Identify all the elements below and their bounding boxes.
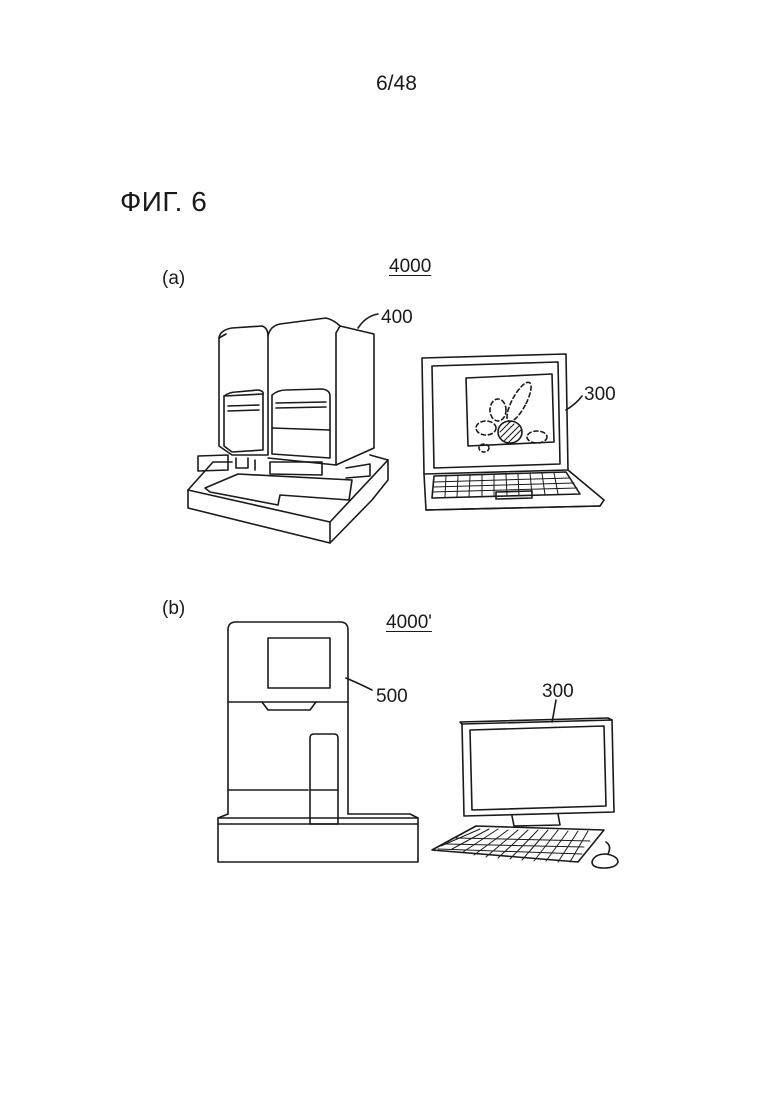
- desktop-300-illustration: [432, 700, 618, 868]
- laptop-300-illustration: [422, 354, 604, 510]
- analyzer-500-illustration: [218, 622, 418, 862]
- analyzer-400-illustration: [188, 314, 388, 543]
